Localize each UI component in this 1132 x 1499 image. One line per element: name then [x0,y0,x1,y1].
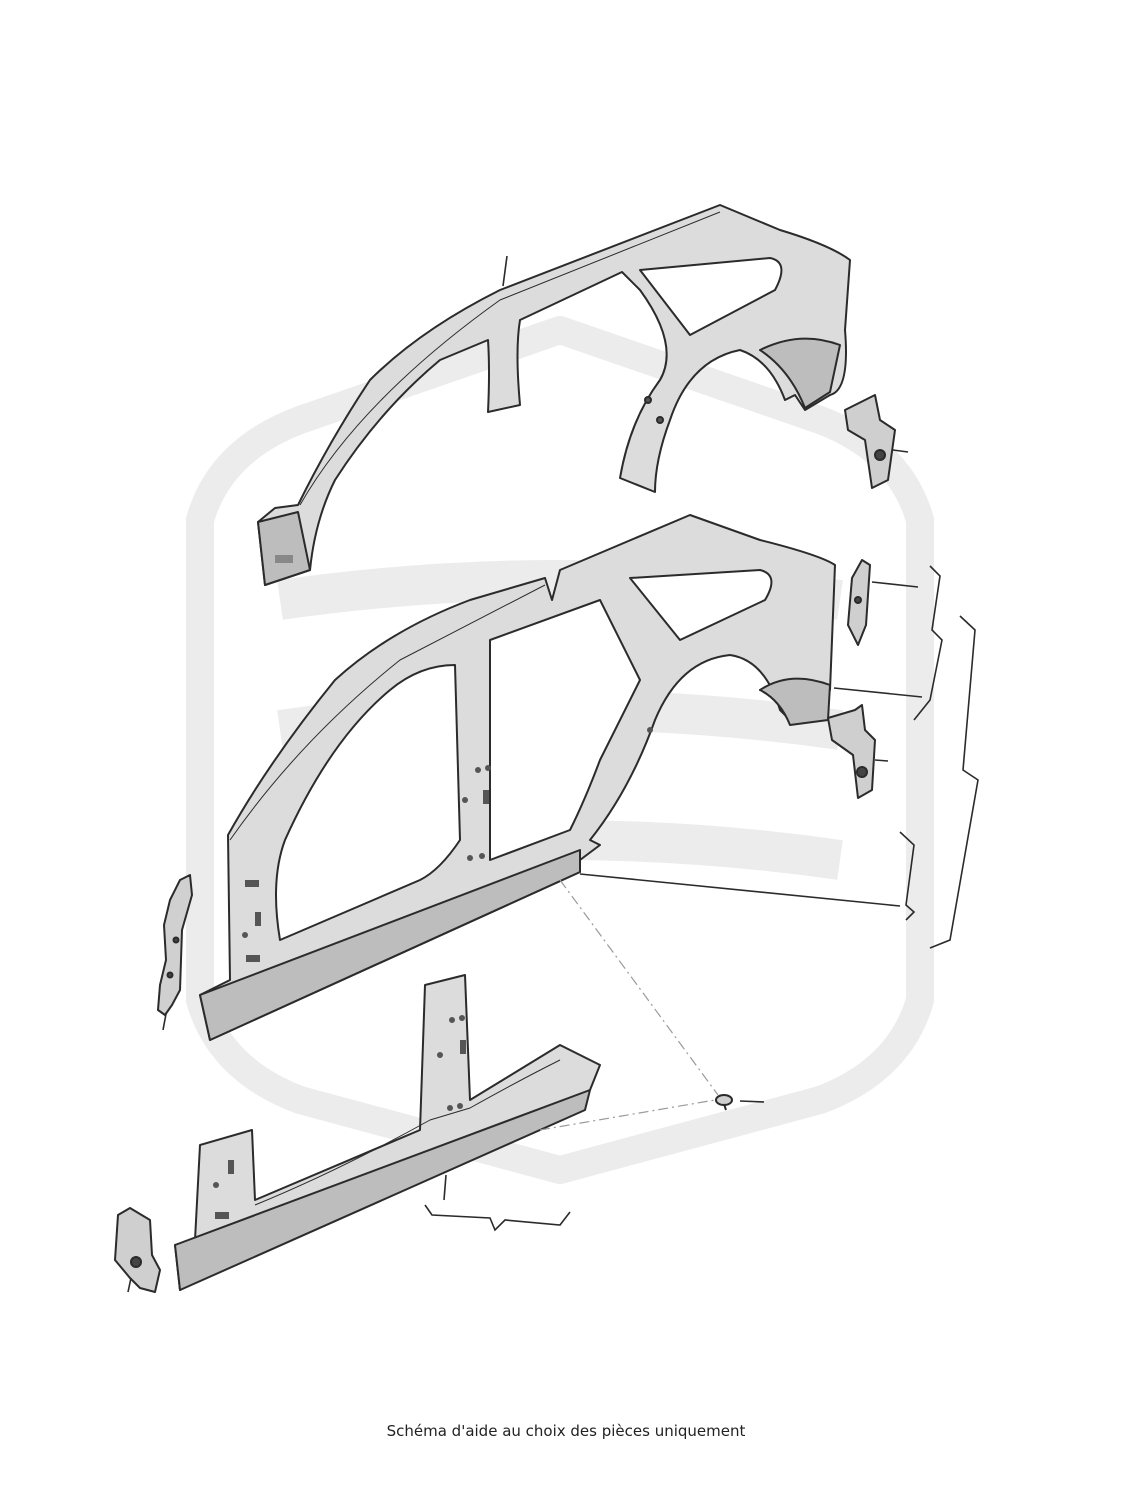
rear-upper-small-bracket [847,559,871,646]
fastener-clip [715,1094,733,1111]
rear-lower-bracket [827,704,876,799]
front-lower-bracket [114,1207,161,1293]
complete-side-panel [199,514,836,1041]
rear-upper-bracket [844,394,896,489]
connector-lines [539,879,719,1131]
diagram-caption: Schéma d'aide au choix des pièces unique… [386,1422,746,1440]
leader-lines [127,255,979,1293]
upper-side-frame-panel [257,204,851,586]
sill-and-b-pillar-panel [174,974,601,1291]
